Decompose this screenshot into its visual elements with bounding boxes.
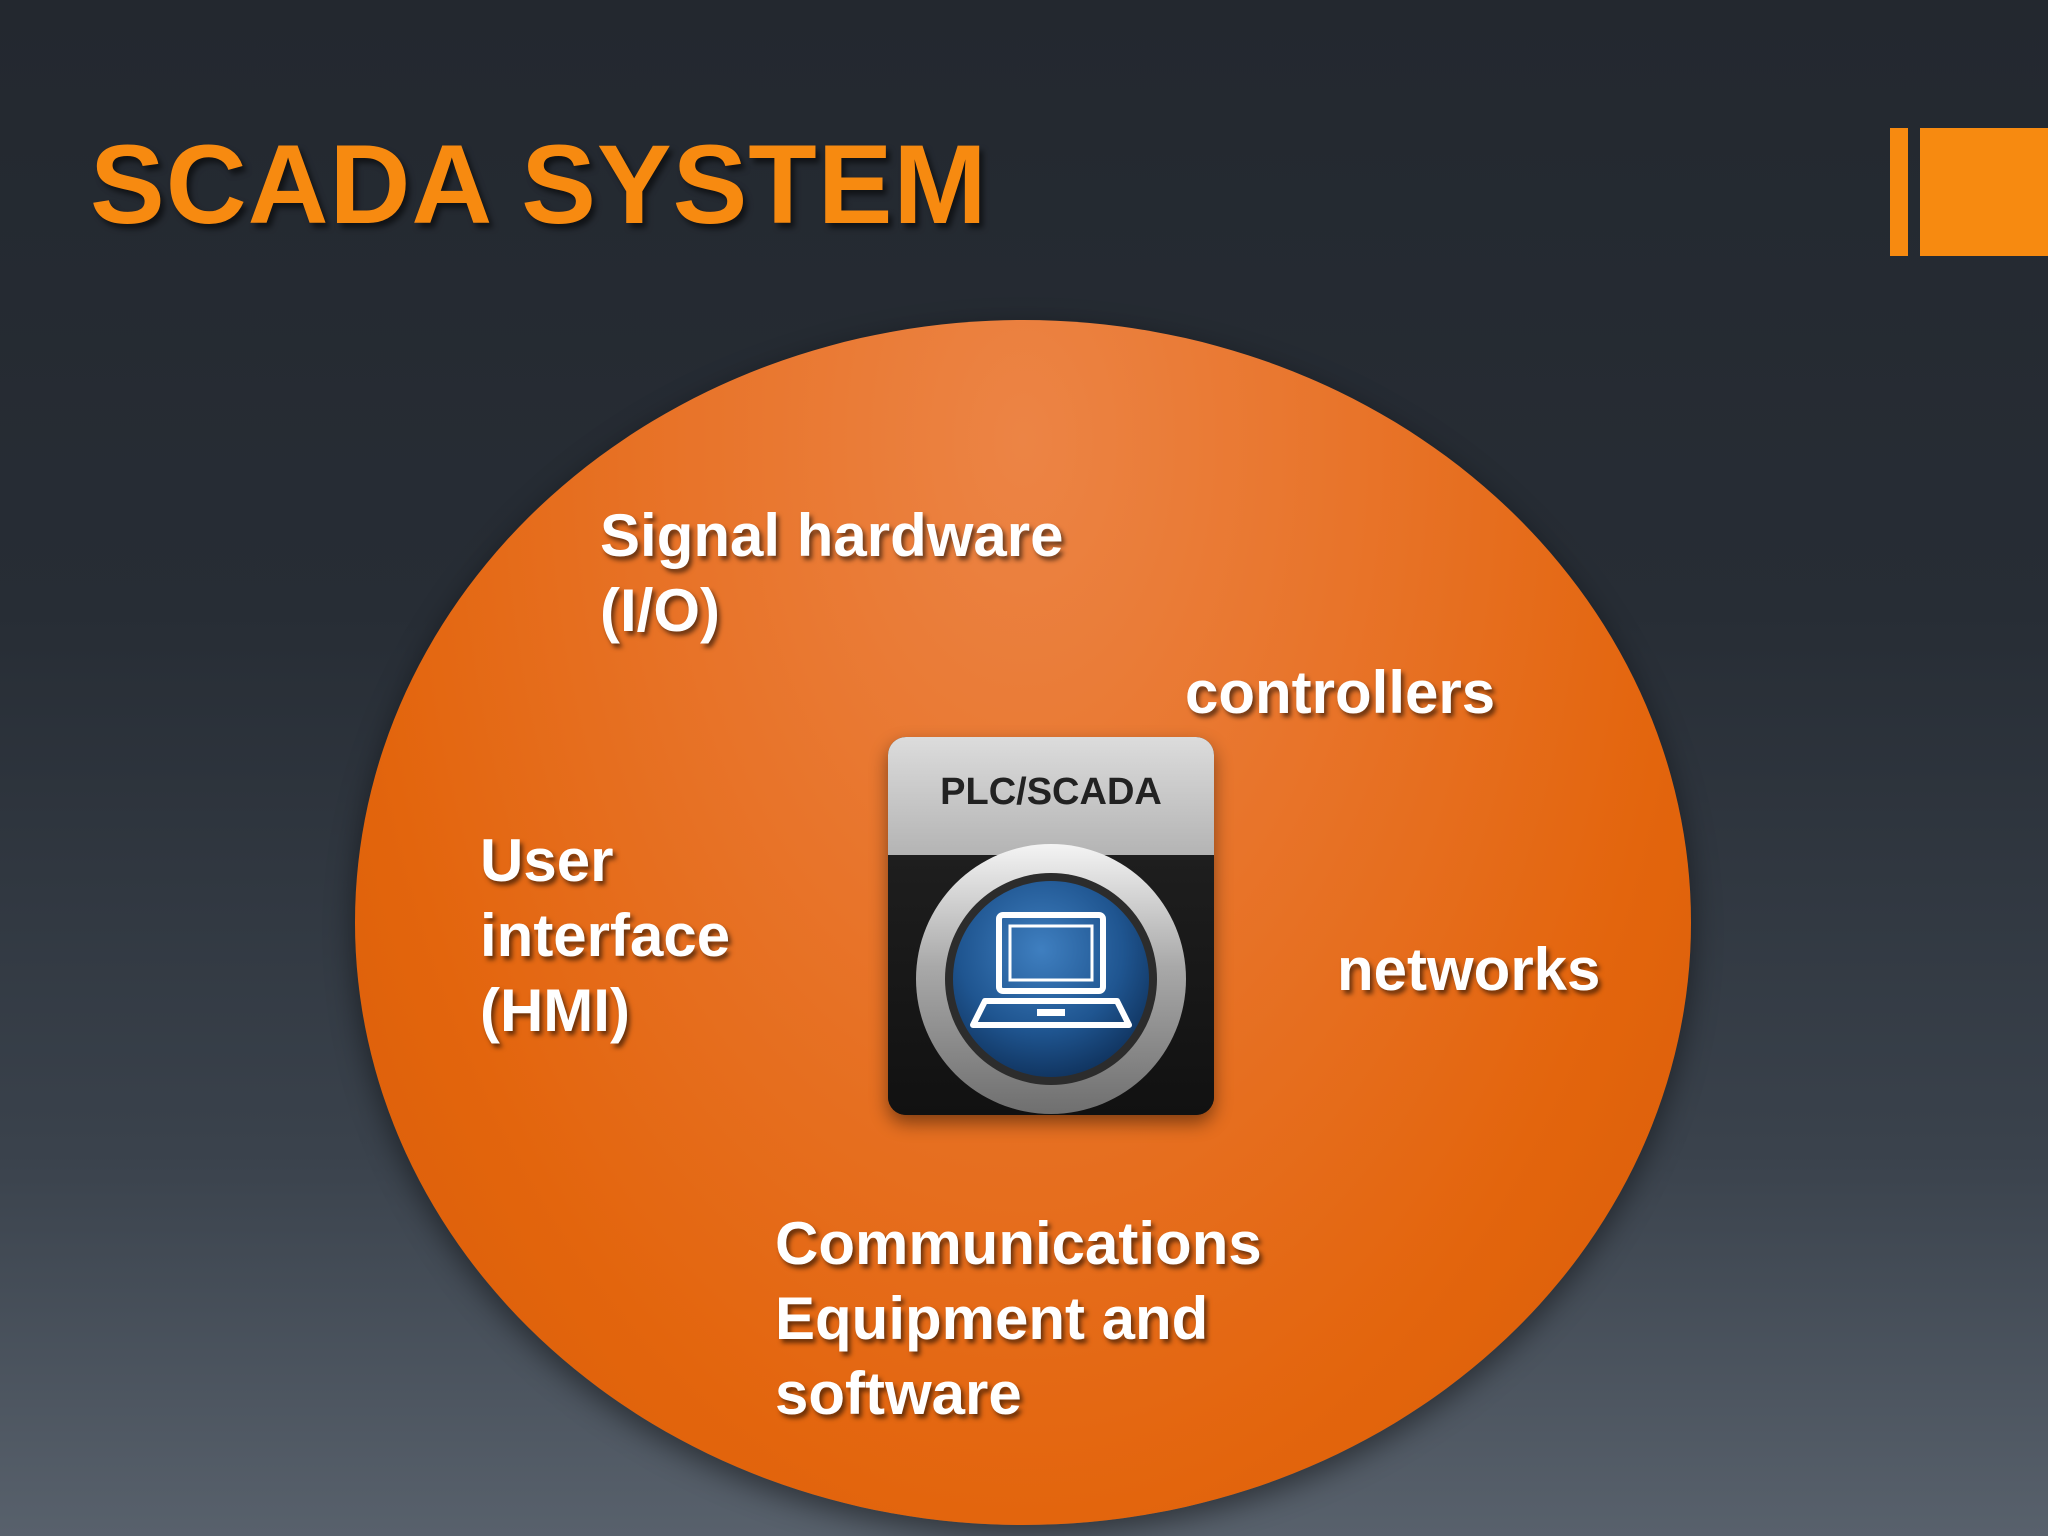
label-user-interface-line-1: User — [480, 827, 614, 894]
label-user-interface-line-2: interface — [480, 902, 731, 969]
accent-bar — [1890, 128, 1908, 256]
label-signal-hardware: Signal hardware (I/O) — [600, 498, 1063, 648]
plc-scada-header: PLC/SCADA — [888, 737, 1214, 855]
label-user-interface-line-3: (HMI) — [480, 977, 630, 1044]
label-controllers: controllers — [1185, 655, 1495, 730]
laptop-icon — [916, 844, 1186, 1114]
plc-scada-tile: PLC/SCADA — [888, 737, 1214, 1115]
label-networks-line-1: networks — [1337, 936, 1601, 1003]
label-communications-line-1: Communications — [775, 1210, 1262, 1277]
accent-block — [1920, 128, 2048, 256]
label-signal-hardware-line-1: Signal hardware — [600, 502, 1064, 569]
slide-title: SCADA SYSTEM — [90, 122, 988, 247]
label-signal-hardware-line-2: (I/O) — [600, 577, 720, 644]
label-user-interface: User interface (HMI) — [480, 823, 730, 1048]
label-communications-line-2: Equipment and — [775, 1285, 1209, 1352]
label-communications: Communications Equipment and software — [775, 1206, 1262, 1431]
label-networks: networks — [1337, 932, 1600, 1007]
label-communications-line-3: software — [775, 1360, 1022, 1427]
plc-scada-label: PLC/SCADA — [940, 771, 1162, 813]
label-controllers-line-1: controllers — [1185, 659, 1496, 726]
